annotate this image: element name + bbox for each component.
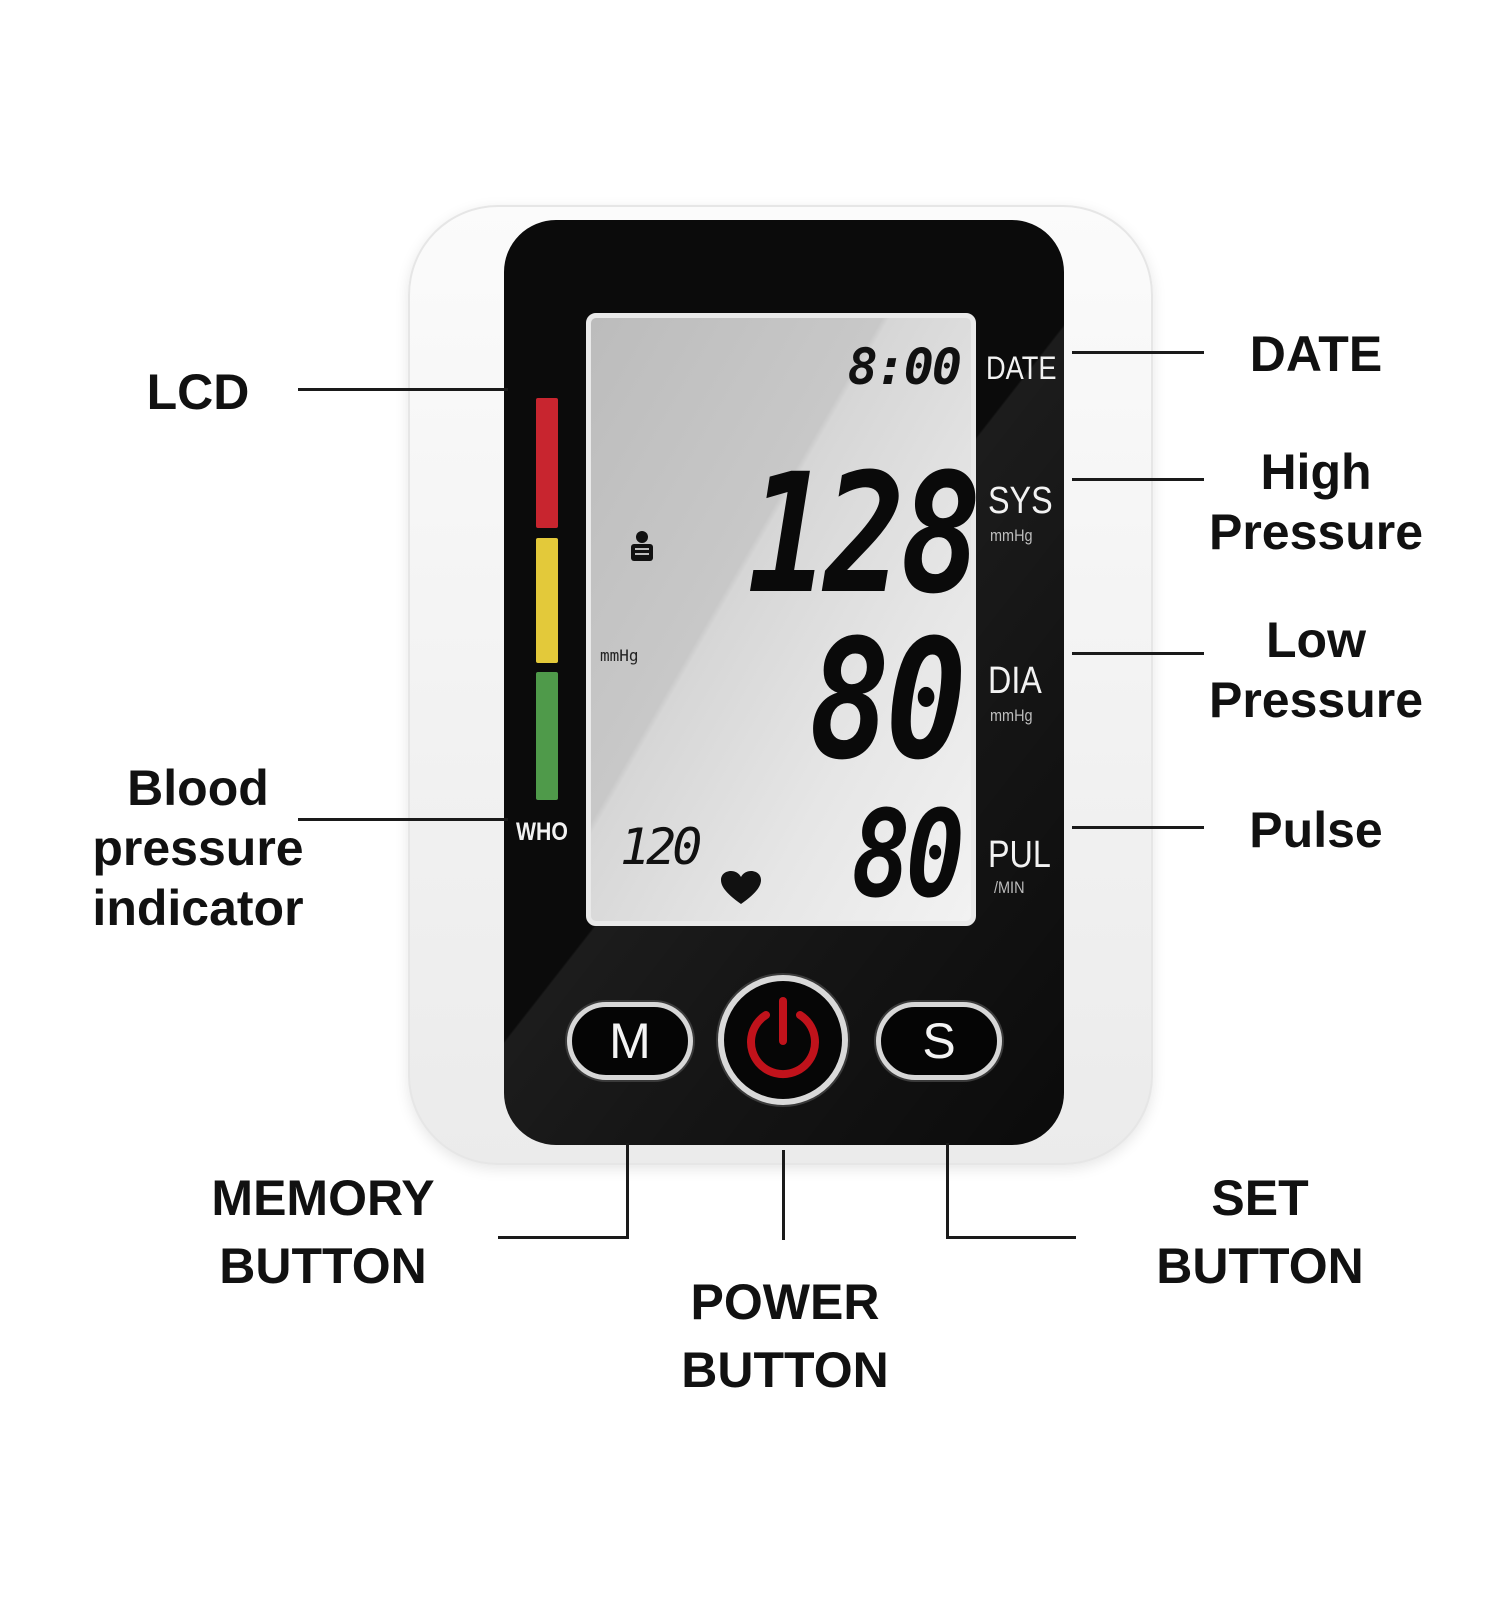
lcd-screen (586, 313, 976, 926)
leader-memory-v (626, 1143, 629, 1239)
dia-unit: mmHg (990, 706, 1033, 725)
leader-set-h (946, 1236, 1076, 1239)
leader-indicator (298, 818, 508, 821)
callout-date: DATE (1249, 326, 1383, 382)
systolic-value: 128 (747, 438, 982, 630)
callout-low-line1: Low (1266, 612, 1366, 668)
sys-unit: mmHg (990, 526, 1033, 545)
indicator-bar-normal (536, 672, 558, 800)
callout-indicator-line3: indicator (92, 880, 304, 936)
power-icon (747, 997, 819, 1079)
callout-indicator: Blood pressure indicator (48, 758, 348, 938)
leader-pulse (1072, 826, 1204, 829)
callout-memory: MEMORY BUTTON (178, 1168, 468, 1296)
indicator-bar-high (536, 398, 558, 528)
callout-pulse: Pulse (1249, 802, 1383, 858)
leader-high (1072, 478, 1204, 481)
callout-power-line1: POWER (690, 1274, 880, 1330)
lcd-unit-left: mmHg (600, 646, 639, 665)
callout-low: Low Pressure (1176, 610, 1456, 730)
callout-power-line2: BUTTON (681, 1342, 889, 1398)
leader-lcd (298, 388, 508, 391)
callout-lcd: LCD (146, 364, 250, 420)
leader-low (1072, 652, 1204, 655)
callout-indicator-line2: pressure (92, 820, 304, 876)
diastolic-value: 80 (808, 604, 967, 796)
callout-set-line2: BUTTON (1156, 1238, 1364, 1294)
date-label: DATE (986, 350, 1057, 386)
who-label: WHO (516, 818, 568, 846)
callout-set-line1: SET (1211, 1170, 1309, 1226)
set-button[interactable]: S (876, 1002, 1002, 1080)
callout-indicator-line1: Blood (127, 760, 269, 816)
pul-label: PUL (988, 834, 1051, 876)
lcd-time: 8:00 (847, 338, 962, 396)
leader-power (782, 1150, 785, 1240)
pulse-value: 80 (851, 786, 965, 925)
indicator-bar-mid (536, 538, 558, 663)
memory-index: 120 (620, 818, 702, 876)
callout-power: POWER BUTTON (640, 1272, 930, 1400)
sys-label: SYS (988, 480, 1053, 522)
callout-low-line2: Pressure (1208, 672, 1424, 728)
memory-button[interactable]: M (567, 1002, 693, 1080)
leader-memory-h (498, 1236, 629, 1239)
heart-icon (720, 870, 762, 906)
user-icon (627, 530, 657, 562)
callout-high-line2: Pressure (1208, 504, 1424, 560)
leader-set-v (946, 1143, 949, 1239)
callout-memory-line2: BUTTON (219, 1238, 427, 1294)
callout-set: SET BUTTON (1110, 1168, 1410, 1296)
pul-unit: /MIN (994, 878, 1025, 897)
callout-high: High Pressure (1176, 442, 1456, 562)
leader-date (1072, 351, 1204, 354)
callout-high-line1: High (1260, 444, 1372, 500)
callout-memory-line1: MEMORY (211, 1170, 435, 1226)
power-button[interactable] (718, 975, 848, 1105)
dia-label: DIA (988, 660, 1042, 702)
